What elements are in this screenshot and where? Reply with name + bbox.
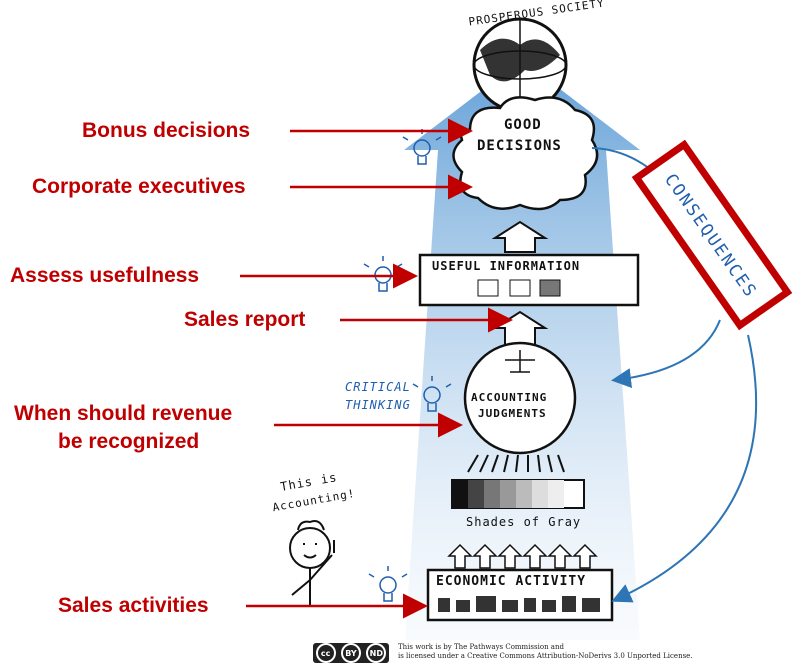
activity-icons <box>438 596 600 612</box>
license-line-2: is licensed under a Creative Commons Att… <box>398 652 693 660</box>
license-line-1: This work is by The Pathways Commission … <box>398 643 564 651</box>
label-sales-activities: Sales activities <box>58 594 209 617</box>
shades-of-gray-label: Shades of Gray <box>466 515 582 529</box>
lightbulb-icon <box>368 566 408 602</box>
creative-commons-badge: cc BY ND <box>313 643 389 663</box>
economic-activity-label: ECONOMIC ACTIVITY <box>436 574 587 589</box>
consequence-arrow-bottom <box>611 334 758 603</box>
label-sales-report: Sales report <box>184 308 306 331</box>
stick-figure <box>289 520 335 605</box>
accounting-judgments-circle <box>463 341 577 455</box>
license-text: This work is by The Pathways Commission … <box>398 643 693 661</box>
shades-of-gray-bar <box>451 479 585 509</box>
by-icon: BY <box>340 643 361 663</box>
label-revenue-question-2: be recognized <box>58 430 200 453</box>
good-decisions-cloud <box>452 96 599 211</box>
useful-information-label: USEFUL INFORMATION <box>432 259 581 273</box>
lightbulb-icon <box>412 376 452 412</box>
good-label: GOOD <box>504 117 542 133</box>
lightbulb-icon <box>363 256 403 292</box>
up-arrow-1 <box>491 220 549 253</box>
nd-icon: ND <box>366 643 387 663</box>
cc-icon: cc <box>315 643 336 663</box>
decisions-label: DECISIONS <box>477 138 562 154</box>
thinking-label: THINKING <box>345 398 411 412</box>
consequences-banner: CONSEQUENCES <box>631 139 793 331</box>
label-bonus-decisions: Bonus decisions <box>82 119 251 142</box>
scale-icon <box>505 350 535 373</box>
label-assess-usefulness: Assess usefulness <box>10 264 200 287</box>
report-icons <box>477 279 561 297</box>
critical-label: CRITICAL <box>345 380 411 394</box>
accounting-label: ACCOUNTING <box>471 391 548 404</box>
label-corporate-executives: Corporate executives <box>32 175 246 198</box>
gray-input-arrows <box>467 454 565 473</box>
consequence-arrow-mid <box>611 319 721 389</box>
label-revenue-question-1: When should revenue <box>14 402 233 425</box>
judgments-label: JUDGMENTS <box>478 407 547 420</box>
activity-up-arrows <box>447 543 598 569</box>
